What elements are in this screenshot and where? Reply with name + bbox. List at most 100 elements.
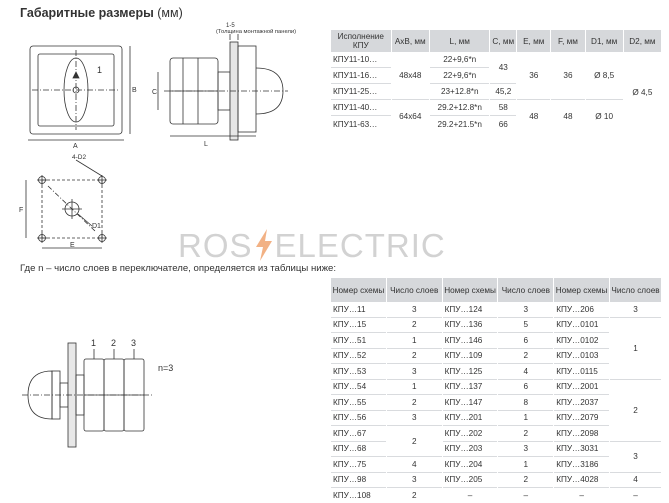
page-title: Габаритные размеры (мм) (20, 6, 183, 20)
table-cell-layers: 2 (386, 349, 442, 364)
table-cell-scheme: КПУ…147 (442, 395, 498, 411)
table-cell-scheme: КПУ…0103 (554, 349, 610, 364)
table-cell-scheme: КПУ…125 (442, 364, 498, 380)
table-cell-f: 48 (563, 111, 573, 121)
header-model: Исполнение КПУ (331, 30, 391, 52)
table-cell-scheme: КПУ…204 (442, 457, 498, 473)
table-cell-c: 66 (498, 119, 508, 129)
table-cell-model: КПУ11-63… (333, 119, 378, 129)
table-cell-scheme: КПУ…52 (331, 349, 386, 364)
table-cell-f: 36 (551, 52, 585, 100)
table-cell-scheme: КПУ…0115 (554, 364, 610, 380)
table-cell-layers: 2 (498, 426, 554, 442)
table-cell-layers: 4 (610, 473, 661, 488)
table-cell-layers: – (523, 491, 529, 501)
table-cell-scheme: КПУ…124 (442, 302, 498, 318)
table-cell-model: КПУ11-16… (331, 68, 391, 84)
table-cell-layers: 3 (498, 442, 554, 457)
header-scheme-1: Номер схемы (331, 278, 386, 302)
table-cell-layers: 2 (610, 380, 661, 442)
table-cell-layers: 1 (386, 333, 442, 349)
table-cell-ab: 48x48 (391, 52, 429, 100)
header-f: F, мм (551, 30, 585, 52)
table-cell-layers: 2 (386, 318, 442, 333)
table-cell-scheme: – (467, 491, 473, 501)
label-l: L (204, 141, 208, 148)
table-cell-c: 45,2 (490, 84, 517, 100)
layer-count-label: n=3 (158, 363, 173, 373)
header-d2: D2, мм (623, 30, 661, 52)
table-cell-scheme: КПУ…0101 (554, 318, 610, 333)
dimension-drawing-mounting: 4-D2 F E D1 (18, 150, 138, 260)
table-cell-scheme: КПУ…2079 (554, 411, 610, 426)
table-cell-scheme: КПУ…15 (331, 318, 386, 333)
layer-drawing: 1 2 3 n=3 (18, 335, 198, 455)
table-cell-ab: 64x64 (399, 111, 422, 121)
header-d1: D1, мм (585, 30, 623, 52)
table-cell-e: 48 (529, 111, 539, 121)
label-panel-thickness-range: 1-5 (226, 23, 235, 29)
table-cell-layers: 8 (498, 395, 554, 411)
table-cell-scheme: КПУ…11 (331, 302, 386, 318)
table-cell-layers: 6 (498, 380, 554, 395)
table-cell-scheme: КПУ…137 (442, 380, 498, 395)
table-cell-scheme: КПУ…55 (331, 395, 386, 411)
table-cell-scheme: КПУ…98 (331, 473, 386, 488)
table-cell-layers: 3 (386, 411, 442, 426)
table-cell-layers: 3 (386, 302, 442, 318)
header-ab: AxB, мм (391, 30, 429, 52)
table-cell-model: КПУ11-10… (331, 52, 391, 68)
table-cell-scheme: КПУ…2037 (554, 395, 610, 411)
table-cell-scheme: КПУ…53 (331, 364, 386, 380)
table-cell-scheme: КПУ…206 (554, 302, 610, 318)
layers-table: Номер схемы Число слоев Номер схемы Числ… (330, 278, 662, 503)
label-a: A (73, 143, 78, 150)
table-cell-layers: 2 (498, 349, 554, 364)
table-cell-scheme: КПУ…75 (331, 457, 386, 473)
table-cell-scheme: КПУ…4028 (554, 473, 610, 488)
table-cell-l: 22+9,6*n (430, 68, 490, 84)
table-cell-l: 29.2+21.5*n (437, 119, 482, 129)
table-cell-l: 23+12.8*n (430, 84, 490, 100)
label-f: F (19, 207, 23, 214)
table-cell-c: 58 (490, 100, 517, 116)
table-cell-layers: 2 (386, 395, 442, 411)
table-cell-scheme: КПУ…136 (442, 318, 498, 333)
label-d1: D1 (92, 223, 101, 230)
table-cell-layers: 4 (386, 457, 442, 473)
header-e: E, мм (517, 30, 551, 52)
table-cell-scheme: КПУ…203 (442, 442, 498, 457)
table-cell-layers: 3 (498, 302, 554, 318)
label-position-1: 1 (97, 65, 102, 75)
lightning-bolt-icon (255, 229, 272, 261)
table-cell-l: 29.2+12.8*n (430, 100, 490, 116)
table-cell-layers: – (633, 491, 638, 501)
table-cell-model: КПУ11-40… (331, 100, 391, 116)
header-layers-1: Число слоев (386, 278, 442, 302)
table-cell-layers: 5 (498, 318, 554, 333)
header-scheme-2: Номер схемы (442, 278, 498, 302)
table-cell-scheme: КПУ…67 (331, 426, 386, 442)
table-cell-scheme: КПУ…54 (331, 380, 386, 395)
table-cell-scheme: КПУ…2001 (554, 380, 610, 395)
table-cell-e: 36 (517, 52, 551, 100)
table-cell-scheme: КПУ…146 (442, 333, 498, 349)
table-cell-layers: 3 (386, 473, 442, 488)
table-cell-layers: 2 (386, 426, 442, 457)
table-cell-layers: 3 (386, 364, 442, 380)
header-scheme-3: Номер схемы (554, 278, 610, 302)
table-cell-layers: 2 (411, 491, 417, 501)
label-4-d2: 4-D2 (72, 154, 86, 161)
table-cell-scheme: КПУ…108 (333, 491, 371, 501)
table-cell-layers: 6 (498, 333, 554, 349)
dimensions-table: Исполнение КПУ AxB, мм L, мм C, мм E, мм… (330, 30, 662, 132)
header-layers-3: Число слоев (610, 278, 661, 302)
table-cell-layers: 1 (610, 318, 661, 380)
note-text: Где n – число слоев в переключателе, опр… (20, 263, 337, 274)
table-cell-scheme: КПУ…201 (442, 411, 498, 426)
header-c: C, мм (490, 30, 517, 52)
table-cell-layers: 4 (498, 364, 554, 380)
header-l: L, мм (430, 30, 490, 52)
table-cell-layers: 3 (610, 302, 661, 318)
